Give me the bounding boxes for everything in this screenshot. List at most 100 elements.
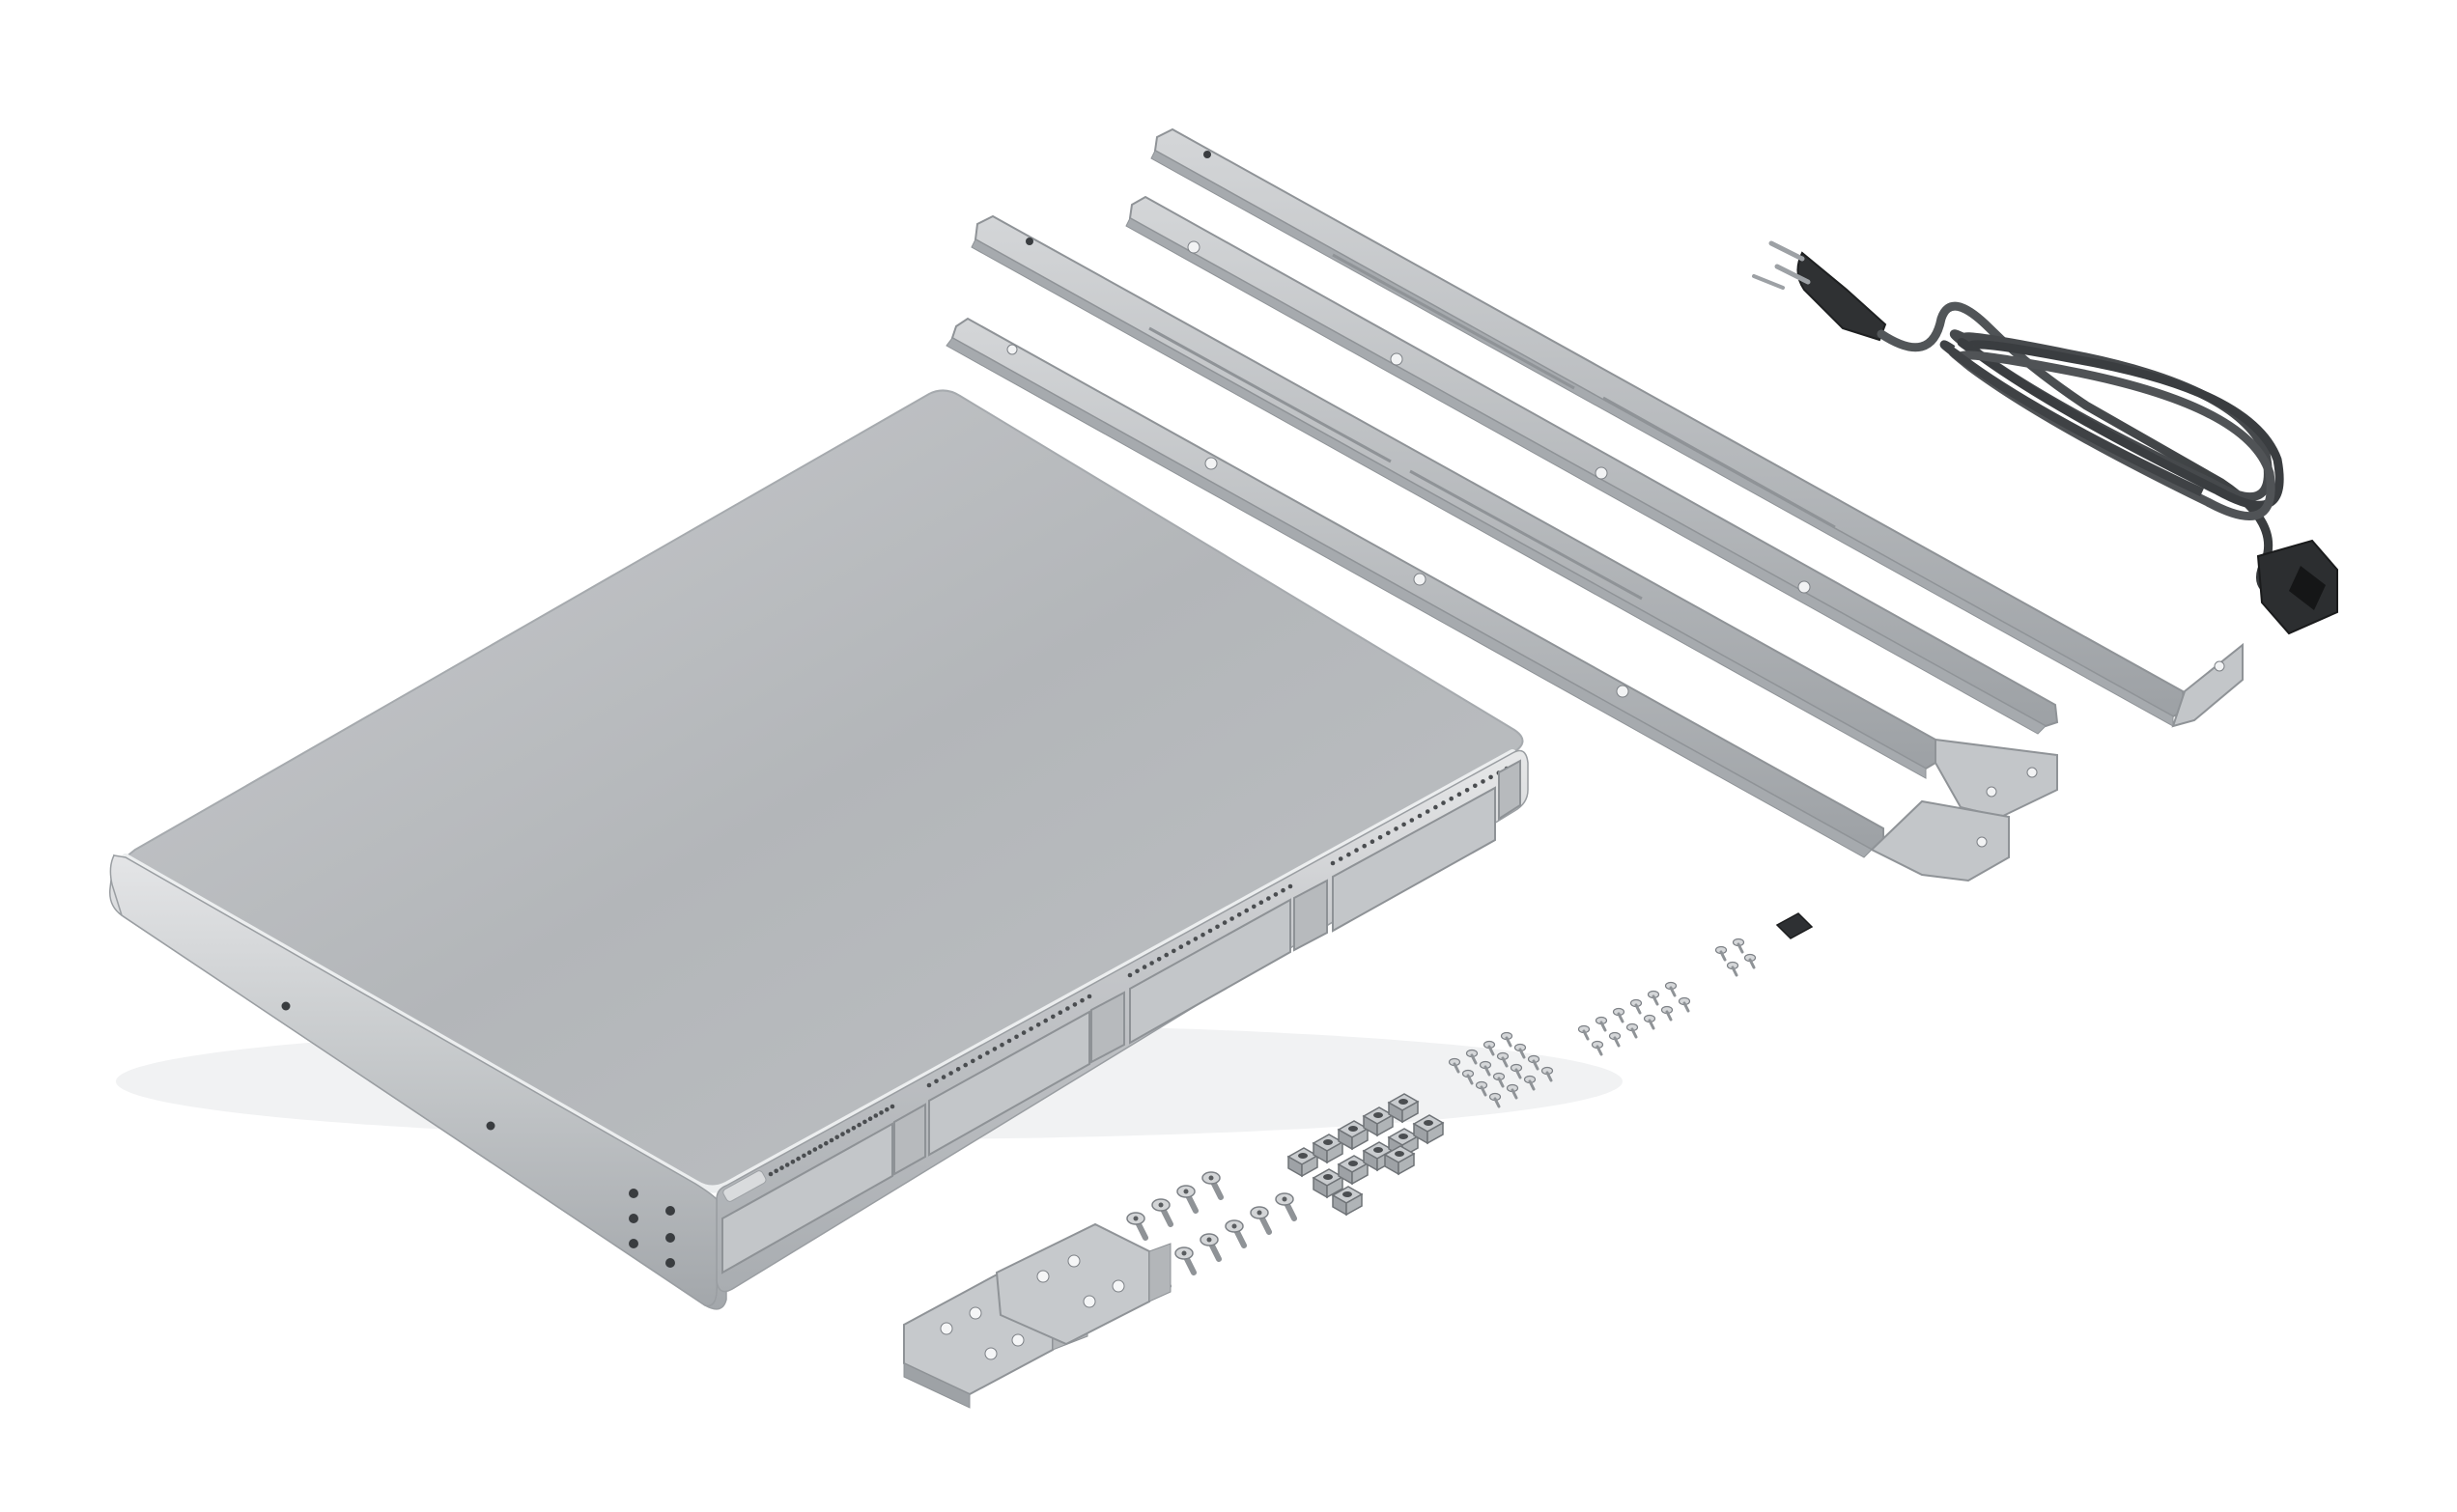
small-screw <box>1510 1063 1523 1079</box>
side-screw-6 <box>665 1233 675 1243</box>
vent-dot <box>1464 788 1470 793</box>
vent-dot <box>1362 843 1367 849</box>
vent-dot <box>1149 961 1154 966</box>
cage-nut <box>1331 1186 1364 1217</box>
vent-dot <box>1178 944 1184 949</box>
vent-dot <box>1215 924 1220 930</box>
vent-dot <box>829 1137 834 1143</box>
vent-dot <box>1087 994 1092 999</box>
vent-dot <box>1433 804 1438 810</box>
mounting-screw <box>1151 1198 1173 1227</box>
vent-dot <box>885 1106 890 1112</box>
rail-1-bracket <box>1870 799 2010 882</box>
small-screw <box>1608 1031 1622 1048</box>
vent-dot <box>1207 928 1213 934</box>
small-screw <box>1732 938 1745 954</box>
vent-dot <box>873 1113 879 1118</box>
small-screw <box>1678 996 1691 1013</box>
vent-dot <box>1236 912 1242 917</box>
vent-dot <box>845 1129 851 1134</box>
vent-dot <box>1006 1038 1012 1044</box>
vent-dot <box>1200 932 1205 938</box>
side-screw-1 <box>281 1001 291 1011</box>
ear-bracket-2 <box>995 1222 1172 1346</box>
device-corner <box>109 854 718 1307</box>
rail-3 <box>1125 195 2059 735</box>
cage-nut <box>1383 1145 1416 1176</box>
vent-dot <box>879 1110 884 1115</box>
vent-dot <box>806 1150 812 1155</box>
hardware-pieces <box>1126 938 1757 1289</box>
vent-dot <box>1409 818 1415 823</box>
small-screw <box>1513 1043 1527 1059</box>
small-screw <box>1448 1057 1461 1074</box>
small-screw <box>1540 1066 1554 1082</box>
vent-dot <box>971 1058 975 1064</box>
vent-dot <box>796 1156 801 1162</box>
vent-dot <box>1473 783 1478 789</box>
small-screw <box>1496 1051 1510 1068</box>
vent-dot <box>1401 822 1406 827</box>
small-screw <box>1488 1092 1502 1108</box>
cage-nut <box>1312 1168 1344 1199</box>
small-screw <box>1743 953 1757 969</box>
vent-dot <box>1080 997 1085 1003</box>
side-screw-8 <box>665 1258 675 1268</box>
vent-dot <box>1186 940 1191 945</box>
cage-nut <box>1337 1120 1370 1151</box>
vent-dot <box>1273 892 1279 897</box>
vent-dot <box>992 1047 998 1051</box>
mounting-screw <box>1225 1219 1247 1248</box>
vent-dot <box>1252 904 1257 910</box>
vent-dot <box>1000 1042 1004 1048</box>
rail-1 <box>946 317 1884 858</box>
vent-dot <box>812 1147 818 1152</box>
front-vents <box>768 766 1510 1177</box>
vent-dot <box>1172 948 1176 954</box>
small-screw <box>1479 1060 1492 1077</box>
drive-bay-3 <box>1129 898 1291 1045</box>
side-screw-2 <box>486 1121 495 1131</box>
small-screw <box>1500 1031 1513 1048</box>
small-screw <box>1483 1040 1496 1056</box>
small-screw <box>1625 1022 1639 1039</box>
vent-dot <box>1021 1030 1027 1035</box>
side-screw-7 <box>629 1239 638 1248</box>
vent-dot <box>1164 952 1169 958</box>
cord-coil <box>1939 329 2284 520</box>
side-screw-3 <box>629 1189 638 1198</box>
vent-dot <box>1135 968 1140 974</box>
nas-device <box>109 389 1623 1310</box>
vent-dot <box>790 1160 796 1164</box>
vent-dot <box>779 1165 784 1170</box>
vent-dot <box>862 1119 867 1125</box>
vent-dot <box>1488 774 1493 780</box>
drive-bay-latch-1 <box>893 1103 926 1176</box>
vent-dot <box>1287 883 1293 889</box>
small-screw <box>1461 1069 1475 1085</box>
vent-dot <box>955 1067 961 1072</box>
vent-dot <box>890 1104 895 1109</box>
small-screw <box>1591 1040 1604 1056</box>
vent-dot <box>1394 826 1398 831</box>
rail-2-bracket <box>1935 738 2058 819</box>
small-screw <box>1465 1049 1479 1065</box>
vent-dot <box>1258 900 1264 905</box>
drive-bay-latch-4 <box>1498 759 1521 821</box>
vent-dot <box>840 1132 845 1136</box>
vent-dot <box>1222 920 1228 925</box>
vent-dot <box>1456 792 1462 797</box>
vent-dot <box>1266 896 1271 901</box>
drive-bay-4 <box>1332 786 1496 933</box>
small-screw <box>1475 1080 1488 1097</box>
vent-dot <box>963 1062 968 1068</box>
vent-dot <box>834 1134 839 1140</box>
small-screw <box>1527 1054 1540 1071</box>
vent-dot <box>1481 779 1485 784</box>
small-screw <box>1726 961 1739 977</box>
mounting-screw <box>1201 1171 1224 1200</box>
small-screw <box>1577 1024 1591 1041</box>
vent-dot <box>851 1126 857 1131</box>
vent-dot <box>1377 835 1383 840</box>
